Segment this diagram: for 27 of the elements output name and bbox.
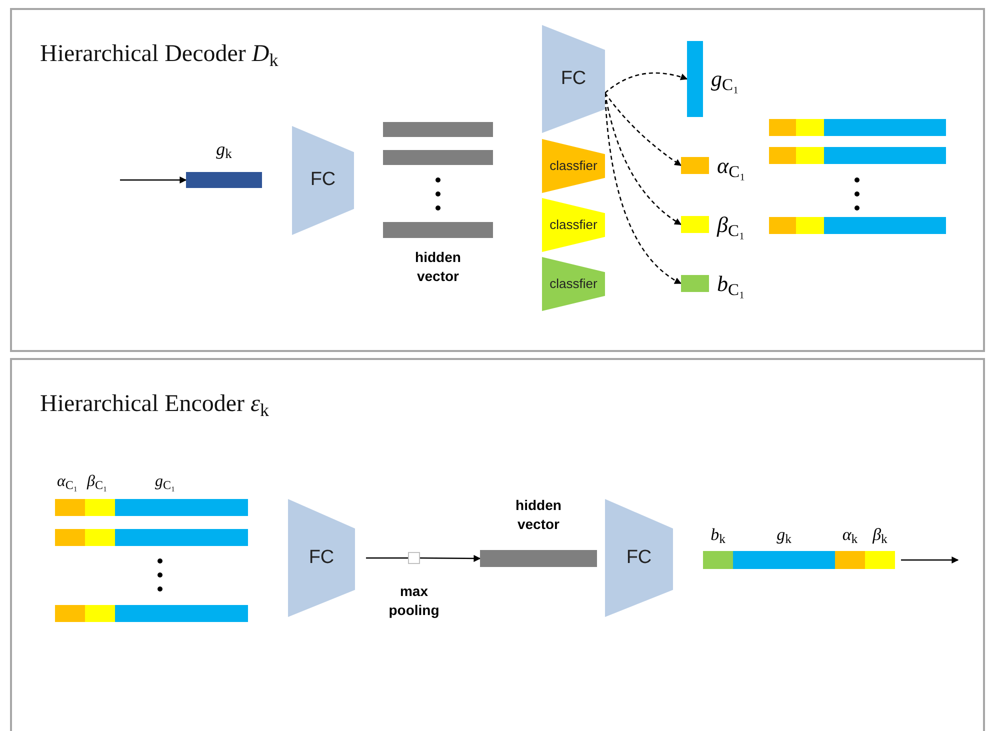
dashed-arrow [604,92,682,226]
layer-label: FC [310,168,336,192]
layer-label: FC [560,66,586,91]
vector-label: g$_{k}$ [216,138,232,163]
arrow [420,554,481,562]
segment-label: β$_{k}$ [872,524,888,548]
panel-title: Hierarchical Encoder ε$_{k}$ [40,390,270,422]
node-label: max pooling [388,582,440,620]
layer-label: classfier [550,216,598,234]
segment-label: g$_{C₁}$ [155,473,176,490]
layer-label: FC [626,546,652,570]
node-label: hidden vector [514,496,562,534]
arrow [901,556,959,564]
segment-label: α$_{C₁}$ [57,473,78,490]
segment-label: α$_{k}$ [842,524,858,548]
connector-line [366,557,408,559]
dashed-arrow [604,72,688,94]
dashed-arrow [604,92,682,166]
panel-title: Hierarchical Decoder D$_{k}$ [40,40,278,72]
node-label: hidden vector [414,248,462,286]
segment-label: g$_{k}$ [776,524,792,548]
arrow [120,176,187,184]
segment-label: β$_{C₁}$ [87,473,108,490]
segment-label: b$_{k}$ [710,524,726,548]
layer-label: classfier [550,157,598,176]
layer-label: classfier [550,275,598,294]
layer-label: FC [308,546,334,570]
